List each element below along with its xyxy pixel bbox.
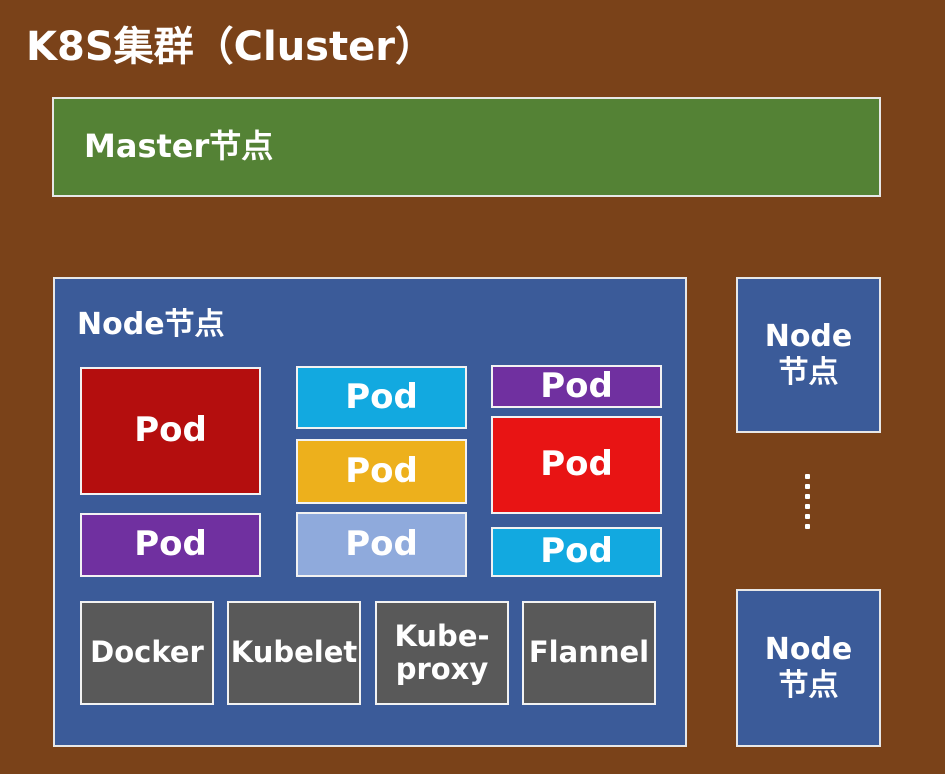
pod: Pod: [491, 527, 662, 577]
pod: Pod: [296, 439, 467, 504]
component-docker: Docker: [80, 601, 214, 705]
cluster-title: K8S集群（Cluster）: [26, 24, 435, 70]
pod: Pod: [80, 367, 261, 495]
component-kube-proxy: Kube- proxy: [375, 601, 509, 705]
pod: Pod: [491, 365, 662, 408]
side-node-bottom: Node 节点: [736, 589, 881, 747]
master-node: Master节点: [52, 97, 881, 197]
pod: Pod: [491, 416, 662, 514]
ellipsis-dots: [804, 474, 812, 534]
worker-node-label: Node节点: [77, 307, 225, 342]
component-kubelet: Kubelet: [227, 601, 361, 705]
component-flannel: Flannel: [522, 601, 656, 705]
side-node-top: Node 节点: [736, 277, 881, 433]
master-node-label: Master节点: [84, 127, 274, 165]
pod: Pod: [296, 512, 467, 577]
pod: Pod: [80, 513, 261, 577]
worker-node: Node节点 Pod Pod Pod Pod Pod Pod Pod Pod D…: [53, 277, 687, 747]
pod: Pod: [296, 366, 467, 429]
